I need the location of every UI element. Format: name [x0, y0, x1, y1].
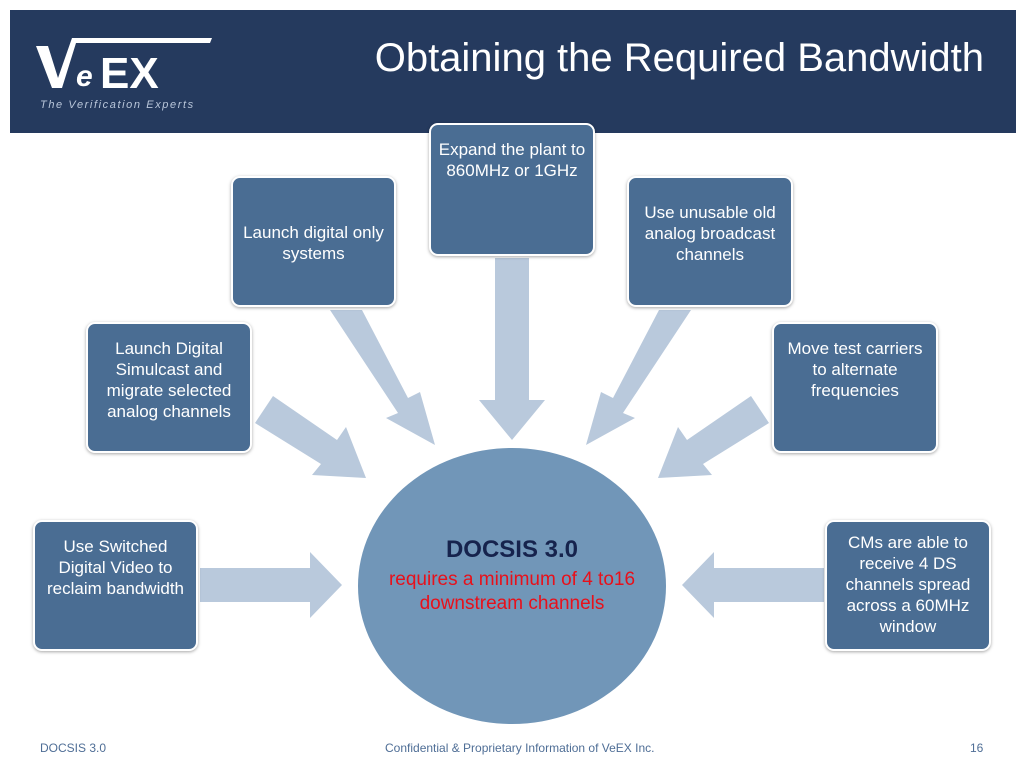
- hub-title: DOCSIS 3.0: [445, 536, 579, 563]
- arrow-from-move-test-carriers: [658, 396, 769, 478]
- hub-subtitle: requires a minimum of 4 to16 downstream …: [388, 569, 636, 614]
- footer-center: Confidential & Proprietary Information o…: [385, 741, 655, 755]
- arrow-from-cm-receive: [682, 552, 824, 618]
- svg-text:e: e: [76, 60, 93, 93]
- node-switched-digital-video: Use Switched Digital Video to reclaim ba…: [33, 520, 198, 651]
- arrow-from-digital-only: [330, 310, 435, 445]
- arrow-from-switched-digital-video: [200, 552, 342, 618]
- node-move-test-carriers: Move test carriers to alternate frequenc…: [772, 322, 938, 453]
- veex-logo-mark: e EX: [36, 38, 212, 98]
- node-digital-simulcast: Launch Digital Simulcast and migrate sel…: [86, 322, 252, 453]
- node-cm-receive: CMs are able to receive 4 DS channels sp…: [825, 520, 991, 651]
- footer-left: DOCSIS 3.0: [40, 741, 107, 755]
- header-bar: e EX The Verification Experts Obtaining …: [10, 10, 1016, 133]
- node-unusable-analog: Use unusable old analog broadcast channe…: [627, 176, 793, 307]
- logo-tagline: The Verification Experts: [40, 99, 195, 111]
- slide-title: Obtaining the Required Bandwidth: [374, 36, 984, 80]
- veex-logo: e EX The Verification Experts: [34, 34, 214, 126]
- svg-text:EX: EX: [100, 49, 159, 96]
- footer-page-number: 16: [970, 741, 984, 755]
- node-digital-only: Launch digital only systems: [231, 176, 396, 307]
- arrow-from-unusable-analog: [586, 310, 691, 445]
- docsis-hub: DOCSIS 3.0 requires a minimum of 4 to16 …: [356, 446, 668, 726]
- node-expand-plant: Expand the plant to 860MHz or 1GHz: [429, 123, 595, 256]
- arrow-from-digital-simulcast: [255, 396, 366, 478]
- arrow-from-expand-plant: [479, 258, 545, 440]
